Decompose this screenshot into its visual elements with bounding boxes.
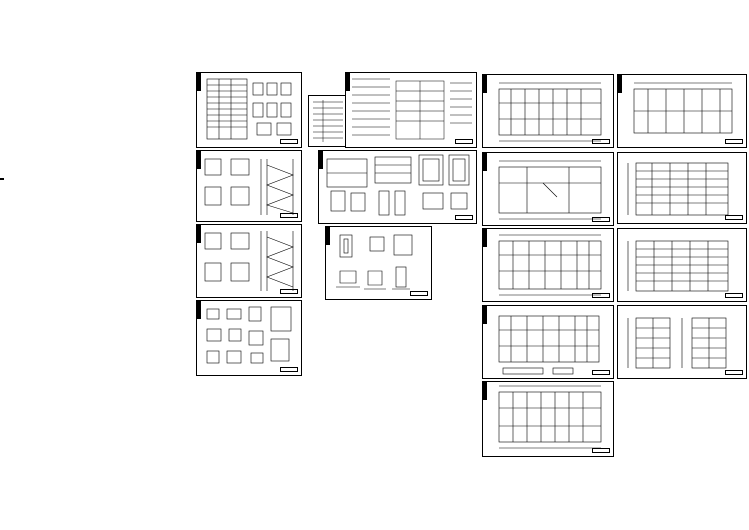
sheet-sections-drawing <box>627 317 727 369</box>
sheet-stair-section-b[interactable] <box>196 224 302 298</box>
sheet-plan-3-drawing <box>498 234 602 296</box>
sheet-plan-3[interactable] <box>482 228 614 302</box>
sheet-door-window-table-drawing <box>206 78 292 140</box>
sheet-structural-details[interactable] <box>318 150 477 224</box>
sheet-design-notes-index[interactable] <box>308 95 346 147</box>
sheet-plan-5-drawing <box>498 385 602 449</box>
sheet-plan-2-drawing <box>498 160 602 220</box>
sheet-design-notes[interactable] <box>345 72 477 148</box>
sheet-node-details[interactable] <box>196 300 302 376</box>
sheet-design-notes-index-drawing <box>313 100 343 142</box>
sheet-roof-plan-drawing <box>633 82 733 134</box>
sheet-roof-plan[interactable] <box>617 74 747 148</box>
sheet-foundation-details[interactable] <box>325 226 432 300</box>
sheet-node-details-drawing <box>206 306 292 364</box>
origin-marker <box>0 178 4 180</box>
sheet-stair-section-a-drawing <box>204 158 294 215</box>
sheet-stair-section-b-drawing <box>204 231 294 291</box>
sheet-foundation-details-drawing <box>336 234 413 290</box>
sheet-front-elevation[interactable] <box>617 152 747 224</box>
sheet-plan-1-drawing <box>498 82 602 142</box>
sheet-rear-elevation[interactable] <box>617 228 747 302</box>
sheet-stair-section-a[interactable] <box>196 150 302 222</box>
sheet-plan-5[interactable] <box>482 381 614 457</box>
sheet-sections[interactable] <box>617 305 747 379</box>
sheet-plan-4[interactable] <box>482 305 614 379</box>
sheet-plan-2[interactable] <box>482 152 614 226</box>
sheet-plan-4-drawing <box>498 315 600 375</box>
sheet-front-elevation-drawing <box>627 162 729 216</box>
sheet-rear-elevation-drawing <box>627 240 729 292</box>
sheet-structural-details-drawing <box>326 154 470 216</box>
sheet-design-notes-drawing <box>352 78 472 140</box>
sheet-door-window-table[interactable] <box>196 72 302 148</box>
sheet-plan-1[interactable] <box>482 74 614 148</box>
